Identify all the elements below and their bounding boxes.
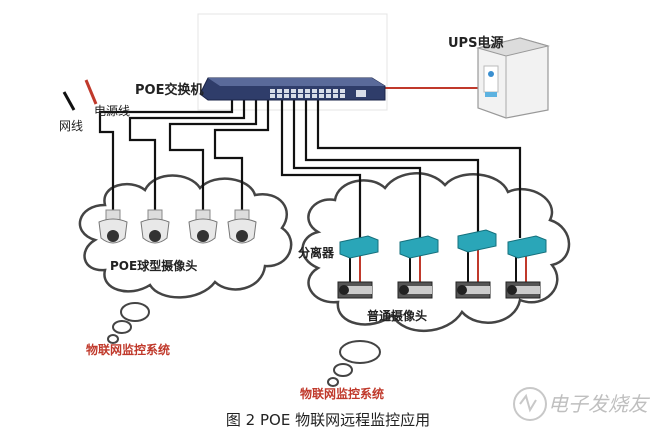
figure-caption: 图 2 POE 物联网远程监控应用 xyxy=(225,411,431,429)
dome-cables xyxy=(98,97,270,212)
dome-cameras-label: POE球型摄像头 xyxy=(110,259,198,273)
bubble-1a xyxy=(120,302,150,322)
bullet-camera xyxy=(505,281,541,299)
dome-camera-cloud xyxy=(78,174,293,299)
power-cable-label: 电源线 xyxy=(94,104,131,118)
dome-camera xyxy=(140,209,170,244)
bullet-cables xyxy=(280,97,522,238)
network-cable-label: 网线 xyxy=(59,119,84,133)
iot-system-label-2: 物联网监控系统 xyxy=(300,387,385,401)
dome-camera xyxy=(227,209,257,244)
splitter xyxy=(457,229,497,253)
bubble-2b xyxy=(333,363,353,377)
splitter xyxy=(399,235,439,259)
watermark-logo xyxy=(513,387,547,421)
bullet-camera xyxy=(397,281,433,299)
dome-cameras xyxy=(98,209,257,244)
splitters xyxy=(339,229,547,259)
poe-switch-label: POE交换机 xyxy=(135,83,204,98)
splitter-label: 分离器 xyxy=(298,246,335,260)
bubble-2a xyxy=(339,340,381,364)
bubble-2c xyxy=(327,377,339,387)
splitter xyxy=(339,235,379,259)
watermark-text: 电子发烧友 xyxy=(548,392,648,416)
iot-system-label-1: 物联网监控系统 xyxy=(86,343,171,357)
ups-unit xyxy=(476,37,550,119)
splitter xyxy=(507,235,547,259)
poe-switch xyxy=(199,77,386,101)
bullet-camera xyxy=(337,281,373,299)
power-cable-stub xyxy=(84,79,98,105)
bullet-cameras xyxy=(337,281,541,299)
bullet-cameras-label: 普通摄像头 xyxy=(367,309,428,323)
splitter-camera-cables xyxy=(349,250,527,282)
bullet-camera xyxy=(455,281,491,299)
switch-frame xyxy=(197,13,388,111)
bubble-1b xyxy=(112,320,132,334)
dome-camera xyxy=(98,209,128,244)
dome-camera xyxy=(188,209,218,244)
network-cable-stub xyxy=(62,91,76,111)
ups-label: UPS电源 xyxy=(448,36,504,51)
bubble-1c xyxy=(107,334,119,344)
